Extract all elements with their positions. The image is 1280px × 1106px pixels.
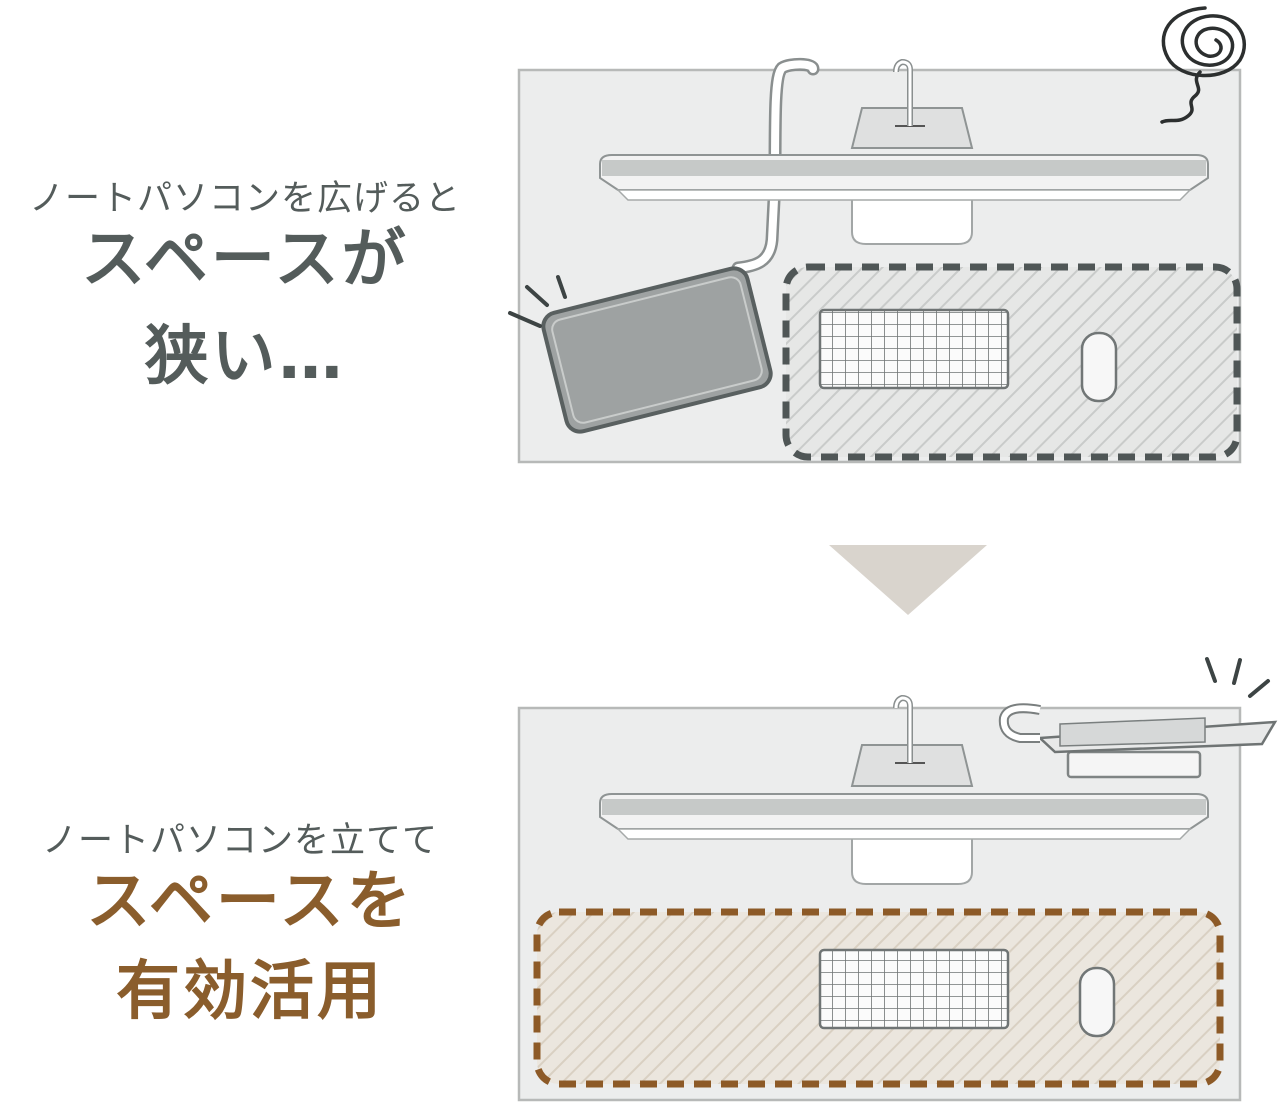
desk-after <box>517 657 1278 1102</box>
before-headline-line2: 狭い… <box>144 320 346 394</box>
laptop-flat <box>541 266 773 434</box>
laptop-vertical-stand <box>998 703 1278 779</box>
monitor <box>599 154 1209 201</box>
after-subtitle: ノートパソコンを立てて <box>41 821 438 861</box>
desk-before <box>508 6 1247 464</box>
before-headline-line1: スペースが <box>81 223 409 297</box>
cramped-workspace-area <box>782 263 1241 461</box>
frustration-scribble-icon <box>1160 6 1247 124</box>
monitor <box>599 793 1209 840</box>
before-subtitle: ノートパソコンを広げると <box>28 179 461 219</box>
after-headline-line2: 有効活用 <box>116 955 384 1029</box>
monitor-stand <box>850 58 974 245</box>
after-headline-line1: スペースを <box>86 865 414 939</box>
freed-workspace-area <box>533 908 1224 1088</box>
monitor-stand <box>850 694 974 885</box>
highlight-lines-icon <box>1205 657 1270 698</box>
impact-lines-icon <box>508 275 567 328</box>
down-triangle-icon <box>829 545 987 615</box>
